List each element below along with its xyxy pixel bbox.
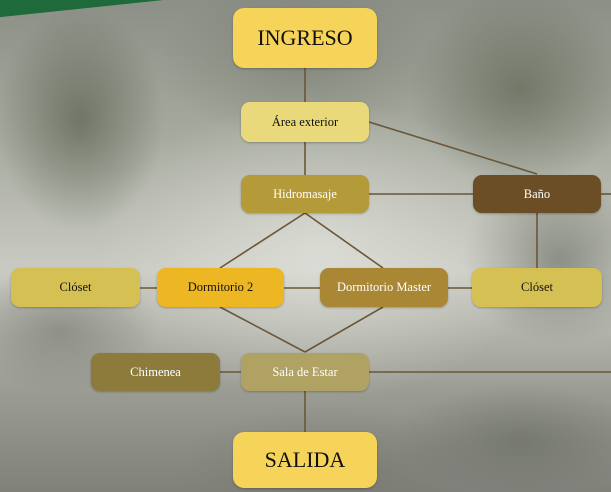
node-area-exterior-label: Área exterior xyxy=(271,114,339,129)
node-closet-left: Clóset xyxy=(11,268,140,307)
node-bano: Baño xyxy=(473,175,601,213)
node-closet-left-label: Clóset xyxy=(59,280,92,294)
node-sala-de-estar-label: Sala de Estar xyxy=(272,364,338,379)
node-ingreso-label: INGRESO xyxy=(257,25,353,50)
node-closet-right-label: Clóset xyxy=(521,280,553,294)
node-salida-label: SALIDA xyxy=(264,447,346,472)
link-hidromasaje-dormitorio-2 xyxy=(219,212,306,269)
link-dormitorio-2-sala xyxy=(219,306,306,353)
node-area-exterior: Área exterior xyxy=(241,102,369,142)
node-closet-right: Clóset xyxy=(472,268,602,307)
node-dormitorio-master: Dormitorio Master xyxy=(320,268,448,307)
node-ingreso: INGRESO xyxy=(233,8,377,68)
link-dormitorio-master-sala xyxy=(304,306,384,353)
link-area-exterior-bano xyxy=(368,121,538,175)
node-hidromasaje-label: Hidromasaje xyxy=(273,186,337,201)
node-bano-label: Baño xyxy=(523,186,551,201)
node-dormitorio-master-label: Dormitorio Master xyxy=(336,280,432,294)
link-hidromasaje-dormitorio-master xyxy=(304,212,384,269)
node-hidromasaje: Hidromasaje xyxy=(241,175,369,213)
node-chimenea: Chimenea xyxy=(91,353,220,391)
node-salida: SALIDA xyxy=(233,432,377,488)
node-chimenea-label: Chimenea xyxy=(130,364,181,379)
node-dormitorio-2-label: Dormitorio 2 xyxy=(187,280,254,294)
node-sala-de-estar: Sala de Estar xyxy=(241,353,369,391)
node-dormitorio-2: Dormitorio 2 xyxy=(157,268,284,307)
